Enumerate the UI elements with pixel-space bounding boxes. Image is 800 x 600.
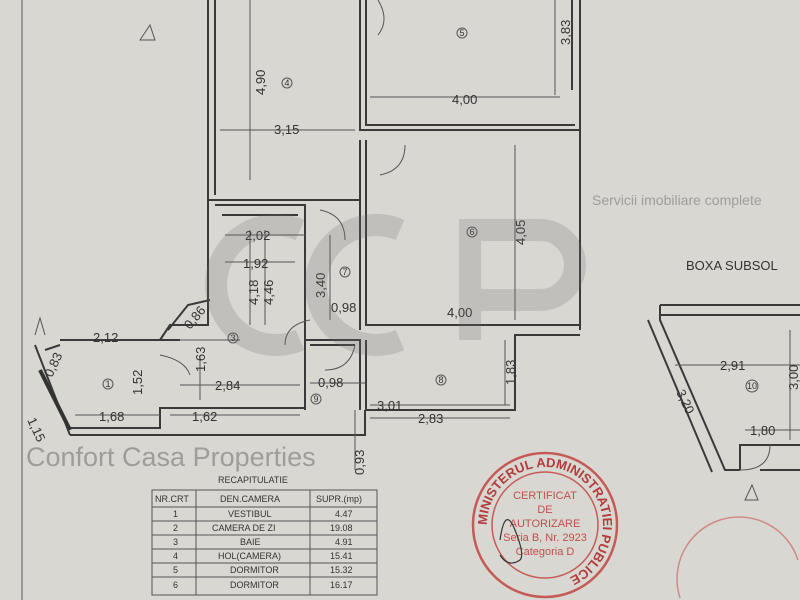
room-number: 4 bbox=[284, 78, 289, 88]
stamp-line: DE bbox=[537, 504, 552, 516]
room-number: 6 bbox=[469, 227, 474, 237]
dim-label: 4,00 bbox=[452, 92, 477, 107]
dim-label: 1,62 bbox=[192, 409, 217, 424]
dim-label: 1,80 bbox=[750, 423, 775, 438]
svg-text:DORMITOR: DORMITOR bbox=[230, 565, 279, 575]
dimension-lines bbox=[75, 0, 800, 470]
room-numbers: 4 5 6 7 8 9 3 1 10 bbox=[102, 27, 759, 405]
svg-text:3: 3 bbox=[173, 537, 178, 547]
dim-label: 1,52 bbox=[130, 370, 145, 395]
dim-label: 2,91 bbox=[720, 358, 745, 373]
svg-text:16.17: 16.17 bbox=[330, 580, 353, 590]
svg-text:CAMERA DE ZI: CAMERA DE ZI bbox=[212, 523, 276, 533]
room-number: 1 bbox=[105, 379, 110, 389]
dimension-labels: 4,90 3,83 4,00 3,15 4,05 2,02 1,92 3,40 … bbox=[24, 20, 800, 475]
room-number: 5 bbox=[459, 28, 464, 38]
dim-label: 1,83 bbox=[503, 360, 518, 385]
watermark: Confort Casa Properties Servicii imobili… bbox=[26, 192, 762, 472]
room-number: 7 bbox=[342, 267, 347, 277]
stamp-line: Seria B, Nr. 2923 bbox=[503, 532, 587, 544]
dim-label: 2,02 bbox=[245, 228, 270, 243]
dim-label: 2,84 bbox=[215, 378, 240, 393]
dim-label: 3,01 bbox=[377, 398, 402, 413]
watermark-tagline: Servicii imobiliare complete bbox=[592, 192, 762, 208]
dim-label: 2,83 bbox=[418, 411, 443, 426]
svg-text:4.91: 4.91 bbox=[335, 537, 353, 547]
stamp-line: CERTIFICAT bbox=[513, 490, 577, 502]
column-header: NR.CRT bbox=[155, 494, 189, 504]
second-stamp bbox=[676, 516, 799, 599]
table-row: 3 BAIE 4.91 bbox=[173, 537, 353, 547]
watermark-brand: Confort Casa Properties bbox=[26, 442, 316, 472]
dim-label: 3,83 bbox=[558, 20, 573, 45]
dim-label: 4,18 bbox=[246, 280, 261, 305]
north-arrows bbox=[34, 23, 759, 501]
doors bbox=[159, 0, 771, 471]
svg-text:4: 4 bbox=[173, 551, 178, 561]
table-row: 5 DORMITOR 15.32 bbox=[173, 565, 353, 575]
svg-text:15.32: 15.32 bbox=[330, 565, 353, 575]
svg-text:4.47: 4.47 bbox=[335, 509, 353, 519]
signature bbox=[499, 519, 523, 564]
svg-text:2: 2 bbox=[173, 523, 178, 533]
svg-text:1: 1 bbox=[173, 509, 178, 519]
dim-label: 3,00 bbox=[786, 365, 800, 390]
dim-label: 4,05 bbox=[513, 220, 528, 245]
basement-title: BOXA SUBSOL bbox=[686, 258, 778, 273]
column-header: SUPR.(mp) bbox=[316, 494, 362, 504]
svg-text:VESTIBUL: VESTIBUL bbox=[228, 509, 272, 519]
dim-label: 4,46 bbox=[261, 280, 276, 305]
dim-label: 0,98 bbox=[318, 375, 343, 390]
dim-label: 3,15 bbox=[274, 122, 299, 137]
recap-table: RECAPITULATIE NR.CRT DEN.CAMERA SUPR.(mp… bbox=[151, 475, 378, 596]
table-row: 6 DORMITOR 16.17 bbox=[173, 580, 353, 590]
stamp-line: Categoria D bbox=[516, 546, 575, 558]
table-title: RECAPITULATIE bbox=[218, 475, 288, 485]
column-header: DEN.CAMERA bbox=[220, 494, 280, 504]
svg-text:5: 5 bbox=[173, 565, 178, 575]
svg-text:15.41: 15.41 bbox=[330, 551, 353, 561]
dim-label: 1,63 bbox=[193, 347, 208, 372]
dim-label: 4,00 bbox=[447, 305, 472, 320]
room-number: 8 bbox=[438, 375, 443, 385]
dim-label: 0,93 bbox=[352, 450, 367, 475]
svg-text:6: 6 bbox=[173, 580, 178, 590]
room-number: 3 bbox=[230, 333, 235, 343]
table-row: 2 CAMERA DE ZI 19.08 bbox=[173, 523, 353, 533]
room-number: 10 bbox=[747, 381, 757, 391]
walls bbox=[34, 0, 800, 473]
table-row: 4 HOL(CAMERA) 15.41 bbox=[173, 551, 353, 561]
room-number: 9 bbox=[313, 394, 318, 404]
table-row: 1 VESTIBUL 4.47 bbox=[173, 509, 353, 519]
dim-label: 4,90 bbox=[253, 70, 268, 95]
dim-label: 1,92 bbox=[243, 256, 268, 271]
dim-label: 3,40 bbox=[313, 273, 328, 298]
dim-label: 2,12 bbox=[93, 330, 118, 345]
svg-text:HOL(CAMERA): HOL(CAMERA) bbox=[218, 551, 281, 561]
svg-text:19.08: 19.08 bbox=[330, 523, 353, 533]
svg-text:DORMITOR: DORMITOR bbox=[230, 580, 279, 590]
dim-label: 0,98 bbox=[331, 300, 356, 315]
dim-label: 1,68 bbox=[99, 409, 124, 424]
stamp-line: AUTORIZARE bbox=[510, 518, 581, 530]
svg-text:BAIE: BAIE bbox=[240, 537, 261, 547]
